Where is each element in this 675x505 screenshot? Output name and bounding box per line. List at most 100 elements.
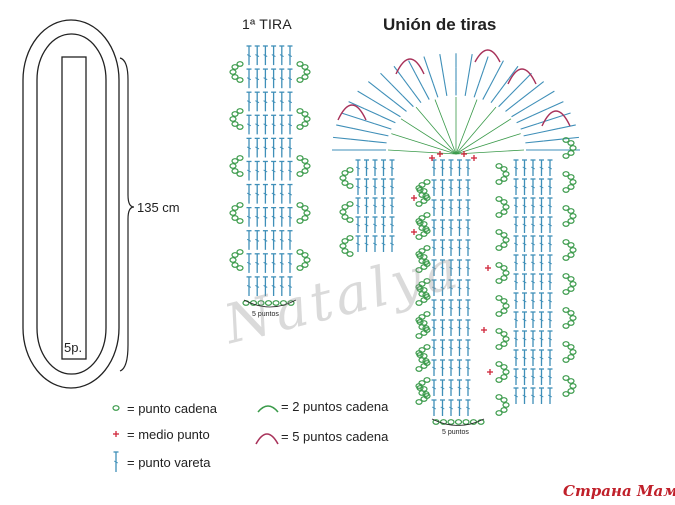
- treble-mid-mark: [431, 266, 437, 270]
- chain-stitch: [341, 204, 349, 210]
- treble-stitch: [520, 72, 532, 85]
- chain-stitch: [569, 383, 577, 389]
- chain-stitch: [500, 232, 508, 238]
- treble-stitch: [333, 136, 351, 140]
- chain-stitch: [236, 124, 244, 130]
- treble-mid-mark: [381, 204, 386, 208]
- treble-stitch: [558, 124, 576, 130]
- chain-stitch: [231, 111, 239, 117]
- treble-mid-mark: [440, 306, 445, 310]
- chain-stitch: [422, 193, 430, 199]
- treble-mid-mark: [448, 406, 454, 410]
- treble-mid-mark: [457, 286, 462, 290]
- chain-stitch: [257, 300, 265, 306]
- treble-mid-mark: [263, 77, 268, 81]
- chain-stitch: [420, 221, 428, 227]
- treble-mid-mark: [530, 242, 536, 246]
- treble-mid-mark: [513, 356, 519, 360]
- treble-mid-mark: [271, 169, 276, 173]
- treble-mid-mark: [372, 185, 378, 189]
- chain-stitch: [296, 218, 304, 224]
- treble-mid-mark: [431, 206, 437, 210]
- treble-mid-mark: [539, 242, 544, 246]
- treble-stitch: [357, 117, 375, 125]
- chain-stitch: [502, 237, 510, 243]
- chain-stitch: [454, 419, 463, 425]
- treble-mid-mark: [457, 206, 462, 210]
- treble-stitch: [336, 124, 354, 130]
- chain-stitch: [439, 419, 448, 425]
- treble-mid-mark: [522, 204, 527, 208]
- chain-stitch: [112, 405, 120, 411]
- treble-stitch: [520, 123, 538, 130]
- chain-stitch: [422, 226, 430, 232]
- treble-stitch: [428, 69, 434, 84]
- treble-mid-mark: [539, 375, 544, 379]
- treble-stitch: [363, 108, 381, 117]
- treble-mid-mark: [255, 77, 260, 81]
- treble-mid-mark: [547, 337, 553, 341]
- chain-stitch: [420, 198, 428, 204]
- treble-mid-mark: [539, 318, 544, 322]
- chain-stitch: [422, 325, 430, 331]
- treble-mid-mark: [530, 166, 536, 170]
- treble-mid-mark: [431, 406, 437, 410]
- chain-stitch: [420, 297, 428, 303]
- treble-stitch: [508, 65, 519, 79]
- treble-mid-mark: [381, 185, 386, 189]
- chain-stitch: [495, 394, 503, 400]
- strip-title: 1ª TIRA: [242, 16, 292, 32]
- chain-stitch: [301, 168, 309, 174]
- chain-stitch: [420, 320, 428, 326]
- chain-stitch: [231, 74, 239, 80]
- treble-mid-mark: [522, 337, 527, 341]
- treble-mid-mark: [513, 337, 519, 341]
- treble-stitch: [540, 128, 559, 133]
- treble-stitch: [357, 90, 373, 101]
- treble-mid-mark: [440, 346, 445, 350]
- treble-mid-mark: [287, 77, 293, 81]
- treble-mid-mark: [547, 204, 553, 208]
- treble-mid-mark: [246, 215, 252, 219]
- chain-stitch: [296, 265, 304, 271]
- chain-stitch: [341, 248, 349, 254]
- chain-stitch: [567, 184, 575, 190]
- treble-stitch: [531, 108, 549, 117]
- treble-stitch: [464, 81, 469, 96]
- chain-stitch: [569, 247, 577, 253]
- treble-mid-mark: [389, 185, 395, 189]
- chain-stitch: [301, 215, 309, 221]
- treble-mid-mark: [279, 123, 284, 127]
- legend-treble-label: = punto vareta: [127, 455, 211, 470]
- treble-mid-mark: [440, 366, 445, 370]
- chain-stitch: [296, 155, 304, 161]
- chain-stitch: [339, 243, 347, 249]
- treble-mid-mark: [113, 460, 119, 464]
- treble-mid-mark: [372, 223, 378, 227]
- chain-stitch: [495, 361, 503, 367]
- chain-fan: [400, 118, 457, 155]
- chain-stitch: [423, 344, 431, 350]
- treble-mid-mark: [440, 166, 445, 170]
- chain-stitch: [301, 252, 309, 258]
- treble-mid-mark: [287, 100, 293, 104]
- treble-mid-mark: [448, 246, 454, 250]
- chain-stitch: [303, 210, 311, 216]
- treble-mid-mark: [389, 204, 395, 208]
- treble-mid-mark: [465, 366, 471, 370]
- chain-stitch: [562, 137, 570, 143]
- chain-stitch: [500, 176, 508, 182]
- treble-mid-mark: [279, 261, 284, 265]
- chain-stitch: [296, 77, 304, 83]
- chain-stitch: [231, 64, 239, 70]
- chain-stitch: [567, 150, 575, 156]
- chain-stitch: [569, 213, 577, 219]
- treble-mid-mark: [271, 146, 276, 150]
- treble-mid-mark: [372, 166, 378, 170]
- chain-stitch: [562, 187, 570, 193]
- treble-mid-mark: [381, 166, 386, 170]
- chain-stitch: [339, 209, 347, 215]
- chain-stitch: [500, 242, 508, 248]
- treble-stitch: [473, 83, 480, 98]
- chain-stitch: [272, 300, 280, 306]
